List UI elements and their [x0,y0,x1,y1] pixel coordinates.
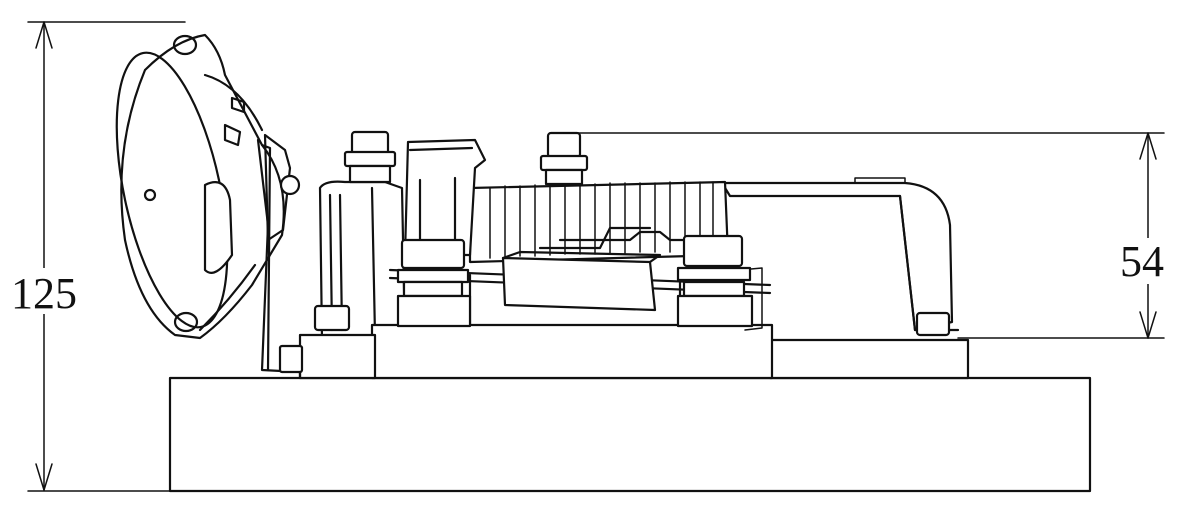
base-plate [168,376,1092,493]
dimension-label-54: 54 [1120,237,1164,286]
front-housing [298,180,774,380]
center-bracket [403,138,487,257]
dimension-125: 125 [6,21,186,492]
right-nut-stack [539,131,754,328]
left-nut-stack [343,130,472,328]
dimension-label-125: 125 [11,269,77,318]
mounting-flange [115,33,304,380]
dimension-54: 54 [563,132,1174,339]
rear-housing [720,177,970,380]
